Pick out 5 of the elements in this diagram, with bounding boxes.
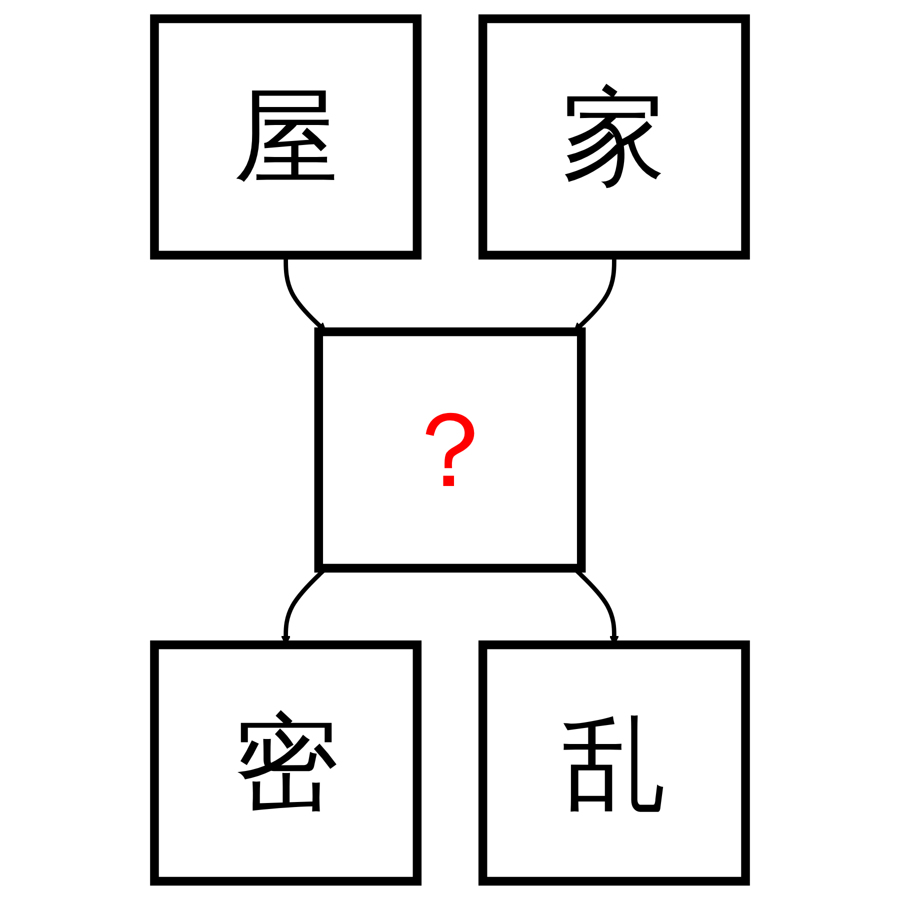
node-box: 家 — [478, 14, 750, 260]
node-box: ？ — [314, 327, 586, 573]
node-box: 屋 — [150, 14, 422, 260]
node-box: 密 — [150, 640, 422, 886]
node-box: 乱 — [478, 640, 750, 886]
